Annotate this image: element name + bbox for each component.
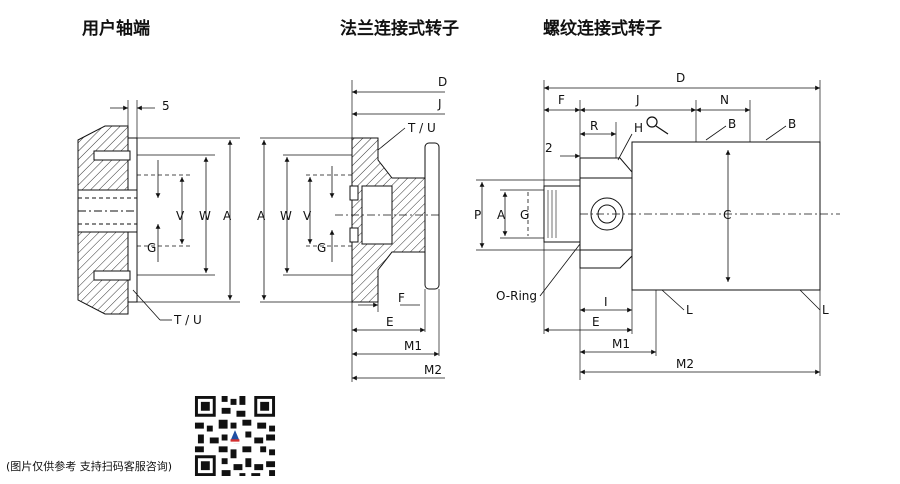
dim-g-label-flange: G — [317, 241, 326, 255]
dim-2-label-thread: 2 — [545, 141, 553, 155]
dim-a-label-flange: A — [257, 209, 266, 223]
dim-n-label-thread: N — [720, 93, 729, 107]
dim-l-label-1: L — [686, 303, 693, 317]
tu-label-user: T / U — [173, 313, 202, 327]
logo-icon — [230, 430, 240, 441]
dim-w-label-flange: W — [280, 209, 292, 223]
heading-user-shaft: 用户轴端 — [82, 19, 150, 39]
dim-r-label-thread: R — [590, 119, 598, 133]
dim-m1-label-flange: M1 — [404, 339, 422, 353]
thread-rotor-view — [476, 80, 840, 380]
dim-m2-label-thread: M2 — [676, 357, 694, 371]
dim-h-label-thread: H — [634, 121, 643, 135]
user-shaft-view — [77, 100, 240, 321]
o-ring-label: O-Ring — [496, 289, 537, 303]
dim-j-label-flange: J — [437, 97, 442, 111]
dim-m2-label-flange: M2 — [424, 363, 442, 377]
dim-5-label: 5 — [162, 99, 170, 113]
dim-d-label-flange: D — [438, 75, 447, 89]
dim-c-label-thread: C — [723, 208, 731, 222]
dim-f-label-thread: F — [558, 93, 565, 107]
dim-m1-label-thread: M1 — [612, 337, 630, 351]
dim-e-label-thread: E — [592, 315, 600, 329]
dim-a-label-thread: A — [497, 208, 506, 222]
dim-p-label-thread: P — [474, 208, 481, 222]
dim-i-label-thread: I — [604, 295, 608, 309]
tu-label-flange: T / U — [407, 121, 436, 135]
wrench-icon — [646, 116, 669, 135]
dim-a-label-user: A — [223, 209, 232, 223]
dim-v-label-user: V — [176, 209, 185, 223]
flange-rotor-view — [260, 80, 445, 382]
reference-caption: (图片仅供参考 支持扫码客服咨询) — [6, 460, 173, 473]
qr-code — [192, 393, 278, 479]
heading-flange-joint: 法兰连接式转子 — [340, 19, 459, 39]
dim-w-label-user: W — [199, 209, 211, 223]
heading-thread-joint: 螺纹连接式转子 — [543, 19, 662, 39]
dim-g-label-user: G — [147, 241, 156, 255]
dim-j-label-thread: J — [635, 93, 640, 107]
dim-b-label-2: B — [788, 117, 796, 131]
dim-b-label-1: B — [728, 117, 736, 131]
dim-d-label-thread: D — [676, 71, 685, 85]
dim-l-label-2: L — [822, 303, 829, 317]
dim-f-label-flange: F — [398, 291, 405, 305]
dim-g-label-thread: G — [520, 208, 529, 222]
dim-e-label-flange: E — [386, 315, 394, 329]
dim-v-label-flange: V — [303, 209, 312, 223]
